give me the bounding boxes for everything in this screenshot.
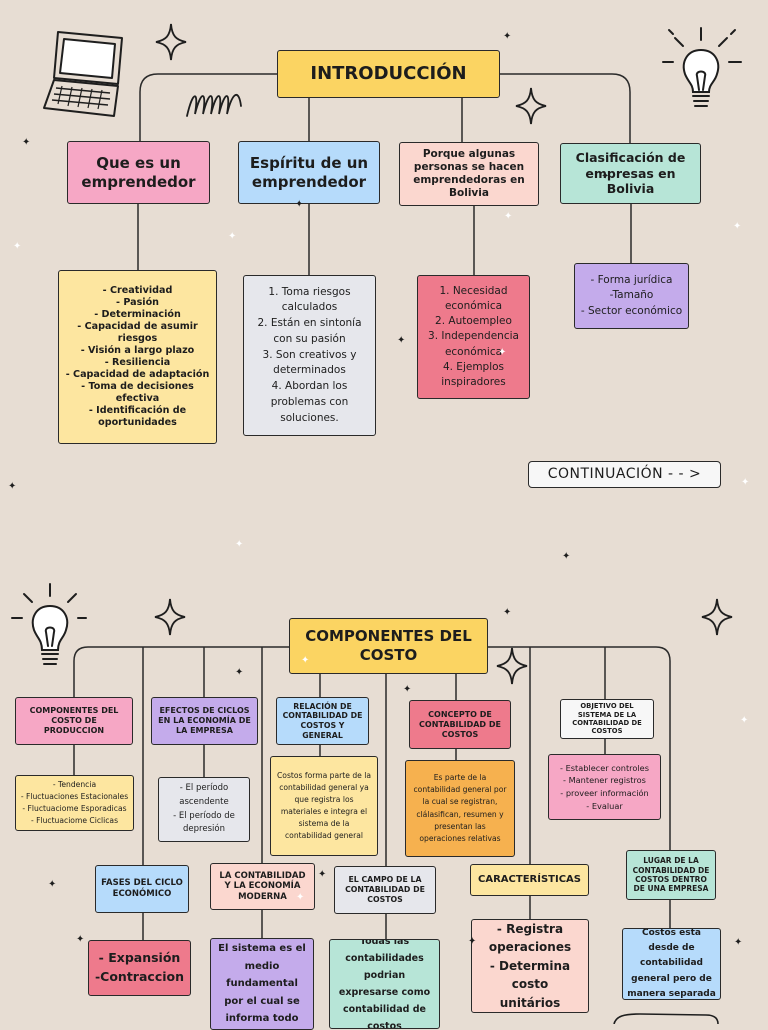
star-icon: ✦ <box>235 667 244 678</box>
node-componentes-costo-produccion: COMPONENTES DEL COSTO DE PRODUCCION <box>15 697 133 745</box>
sparkle-icon <box>701 598 733 636</box>
star-icon: ✦ <box>228 231 237 242</box>
list-cualidades: - Creatividad - Pasión - Determinación -… <box>58 270 217 444</box>
node-campo-contabilidad: EL CAMPO DE LA CONTABILIDAD DE COSTOS <box>334 866 436 914</box>
node-concepto-contabilidad: CONCEPTO DE CONTABILIDAD DE COSTOS <box>409 700 511 749</box>
lightbulb-icon <box>11 583 87 665</box>
list-clasificacion: - Forma jurídica -Tamaño - Sector económ… <box>574 263 689 329</box>
node-relacion-contabilidad: RELACIÓN DE CONTABILIDAD DE COSTOS Y GEN… <box>276 697 369 745</box>
detail-campo: Todas las contabilidades podrian expresa… <box>329 939 440 1029</box>
continuation-button[interactable]: CONTINUACIÓN - - > <box>528 461 721 488</box>
detail-expansion: - Expansión -Contraccion <box>88 940 191 996</box>
list-espiritu: 1. Toma riesgos calculados 2. Están en s… <box>243 275 376 436</box>
star-icon: ✦ <box>734 937 743 948</box>
section2-title: COMPONENTES DEL COSTO <box>289 618 488 674</box>
node-caracteristicas: CARACTERÍSTICAS <box>470 864 589 896</box>
detail-sistema: El sistema es el medio fundamental por e… <box>210 938 314 1030</box>
star-icon: ✦ <box>740 715 749 726</box>
star-icon: ✦ <box>503 31 512 42</box>
star-icon: ✦ <box>403 684 412 695</box>
star-icon: ✦ <box>504 211 513 222</box>
star-icon: ✦ <box>296 892 305 903</box>
star-icon: ✦ <box>562 551 571 562</box>
node-fases-ciclo: FASES DEL CICLO ECONÓMICO <box>95 865 189 913</box>
star-icon: ✦ <box>741 477 750 488</box>
spiral-doodle-icon <box>186 94 242 117</box>
star-icon: ✦ <box>76 934 85 945</box>
list-razones: 1. Necesidad económica 2. Autoempleo 3. … <box>417 275 530 399</box>
star-icon: ✦ <box>468 936 477 947</box>
section1-title: INTRODUCCIÓN <box>277 50 500 98</box>
star-icon: ✦ <box>235 539 244 550</box>
laptop-icon <box>43 31 123 117</box>
star-icon: ✦ <box>601 171 610 182</box>
node-efectos-ciclos: EFECTOS DE CICLOS EN LA ECONOMÍA DE LA E… <box>151 697 258 745</box>
detail-caracteristicas: - Registra operaciones - Determina costo… <box>471 919 589 1013</box>
node-que-es-emprendedor: Que es un emprendedor <box>67 141 210 204</box>
detail-lugar: Costos esta desde de contabilidad genera… <box>622 928 721 1000</box>
sparkle-icon <box>155 23 187 61</box>
lightbulb-icon <box>662 27 742 107</box>
sparkle-icon <box>154 598 186 636</box>
star-icon: ✦ <box>301 655 310 666</box>
detail-concepto: Es parte de la contabilidad general por … <box>405 760 515 857</box>
doodle-outline-icon <box>613 1013 719 1024</box>
star-icon: ✦ <box>503 607 512 618</box>
detail-objetivos: - Establecer controles - Mantener regist… <box>548 754 661 820</box>
star-icon: ✦ <box>22 137 31 148</box>
detail-fluctuaciones: - Tendencia - Fluctuaciones Estacionales… <box>15 775 134 831</box>
star-icon: ✦ <box>8 481 17 492</box>
detail-periodos: - El período ascendente - El período de … <box>158 777 250 842</box>
star-icon: ✦ <box>397 335 406 346</box>
sparkle-icon <box>496 647 528 685</box>
sparkle-icon <box>515 87 547 125</box>
star-icon: ✦ <box>48 879 57 890</box>
node-lugar-contabilidad: LUGAR DE LA CONTABILIDAD DE COSTOS DENTR… <box>626 850 716 900</box>
star-icon: ✦ <box>318 869 327 880</box>
star-icon: ✦ <box>733 221 742 232</box>
star-icon: ✦ <box>295 199 304 210</box>
node-clasificacion-empresas: Clasificación de empresas en Bolivia <box>560 143 701 204</box>
star-icon: ✦ <box>13 241 22 252</box>
node-contabilidad-economia: LA CONTABILIDAD Y LA ECONOMÍA MODERNA <box>210 863 315 910</box>
node-porque-emprendedoras: Porque algunas personas se hacen emprend… <box>399 142 539 206</box>
node-espiritu-emprendedor: Espíritu de un emprendedor <box>238 141 380 204</box>
node-objetivo-sistema: OBJETIVO DEL SISTEMA DE LA CONTABILIDAD … <box>560 699 654 739</box>
star-icon: ✦ <box>498 347 507 358</box>
detail-relacion: Costos forma parte de la contabilidad ge… <box>270 756 378 856</box>
